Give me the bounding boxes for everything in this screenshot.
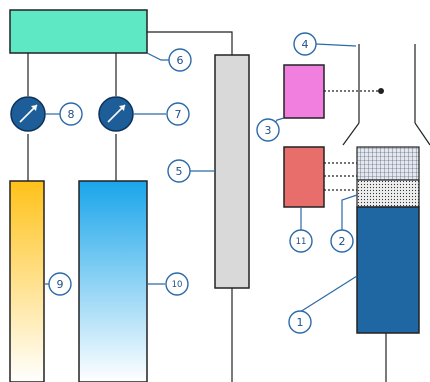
svg-text:2: 2 xyxy=(339,235,346,248)
box-11 xyxy=(283,146,325,208)
label-10: 10 xyxy=(165,272,189,296)
svg-text:4: 4 xyxy=(302,38,309,51)
tube-9 xyxy=(9,180,45,382)
label-3: 3 xyxy=(256,118,280,142)
svg-text:1: 1 xyxy=(297,316,304,329)
tube-10 xyxy=(78,180,148,382)
dotted-connectors xyxy=(324,90,380,191)
svg-text:6: 6 xyxy=(177,54,184,67)
label-1: 1 xyxy=(288,310,312,334)
gauge-8 xyxy=(10,96,46,132)
label-6: 6 xyxy=(168,48,192,72)
tank-dotted-layer xyxy=(356,179,420,208)
column-5 xyxy=(214,54,250,289)
label-9: 9 xyxy=(48,272,72,296)
svg-text:3: 3 xyxy=(265,124,272,137)
tank-1 xyxy=(356,206,420,334)
svg-text:7: 7 xyxy=(175,108,182,121)
probe-dot xyxy=(378,88,384,94)
top-box xyxy=(9,9,148,54)
svg-text:9: 9 xyxy=(57,278,64,291)
tank-grid-layer xyxy=(356,146,420,181)
label-5: 5 xyxy=(167,159,191,183)
svg-text:8: 8 xyxy=(68,108,75,121)
label-4: 4 xyxy=(293,32,317,56)
label-7: 7 xyxy=(166,102,190,126)
box-3 xyxy=(283,64,325,119)
label-8: 8 xyxy=(59,102,83,126)
svg-text:11: 11 xyxy=(296,237,307,247)
connector-lines xyxy=(27,31,233,382)
reactor-vessel-outline xyxy=(342,44,430,382)
gauge-7 xyxy=(98,96,134,132)
svg-text:5: 5 xyxy=(176,165,183,178)
svg-text:10: 10 xyxy=(172,280,183,290)
label-2: 2 xyxy=(330,229,354,253)
label-11: 11 xyxy=(289,229,313,253)
